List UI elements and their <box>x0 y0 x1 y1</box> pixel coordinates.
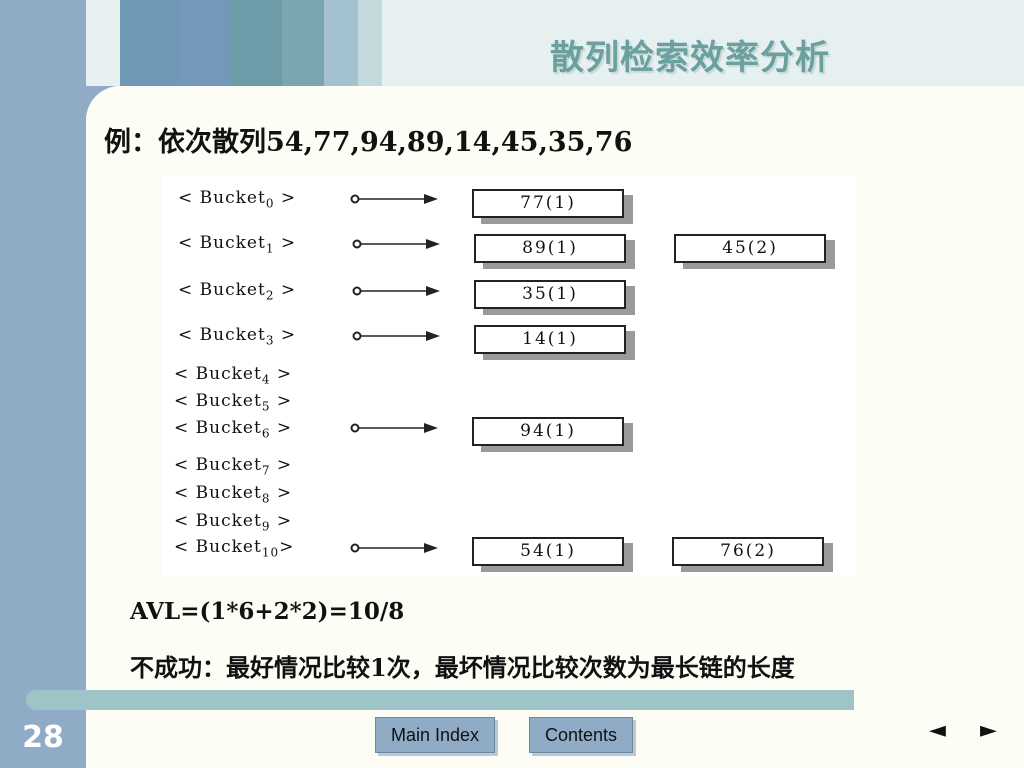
pointer-arrow <box>352 331 440 341</box>
chain-node: 77(1) <box>472 189 624 218</box>
chain-node: 94(1) <box>472 417 624 446</box>
chain-node: 14(1) <box>474 325 626 354</box>
left-sidebar-bar <box>0 0 86 768</box>
contents-button[interactable]: Contents <box>529 717 633 753</box>
bucket-label-9: < Bucket9 > <box>174 511 293 534</box>
bucket-label-7: < Bucket7 > <box>174 455 293 478</box>
footer-divider-bar <box>26 690 854 710</box>
header-band <box>230 0 282 86</box>
bucket-label-0: < Bucket0 > <box>178 188 297 211</box>
chain-node: 89(1) <box>474 234 626 263</box>
page-number: 28 <box>22 720 64 755</box>
bucket-label-2: < Bucket2 > <box>178 280 297 303</box>
next-slide-arrow-icon[interactable]: ► <box>980 718 997 743</box>
header-band <box>120 0 180 86</box>
bucket-label-8: < Bucket8 > <box>174 483 293 506</box>
example-text: 例：依次散列54,77,94,89,14,45,35,76 <box>104 127 633 158</box>
hash-chain-figure: < Bucket0 > 77(1) < Bucket1 > 89(1) 45(2… <box>162 176 856 576</box>
pointer-arrow <box>350 543 438 553</box>
bucket-label-5: < Bucket5 > <box>174 391 293 414</box>
bucket-label-1: < Bucket1 > <box>178 233 297 256</box>
chain-node: 76(2) <box>672 537 824 566</box>
bucket-label-6: < Bucket6 > <box>174 418 293 441</box>
header-band <box>180 0 230 86</box>
pointer-arrow <box>352 286 440 296</box>
prev-slide-arrow-icon[interactable]: ◄ <box>929 718 946 743</box>
pointer-arrow <box>350 423 438 433</box>
avl-formula-text: AVL=(1*6+2*2)=10/8 <box>130 598 405 625</box>
chain-node: 54(1) <box>472 537 624 566</box>
chain-node: 35(1) <box>474 280 626 309</box>
bucket-label-4: < Bucket4 > <box>174 364 293 387</box>
bucket-label-10: < Bucket10> <box>174 537 295 560</box>
slide-title: 散列检索效率分析 <box>550 38 830 78</box>
pointer-arrow <box>350 194 438 204</box>
chain-node: 45(2) <box>674 234 826 263</box>
main-index-button[interactable]: Main Index <box>375 717 495 753</box>
bucket-label-3: < Bucket3 > <box>178 325 297 348</box>
header-band <box>358 0 382 86</box>
unsuccessful-search-text: 不成功：最好情况比较1次，最坏情况比较次数为最长链的长度 <box>130 653 795 682</box>
header-band <box>324 0 358 86</box>
header-band <box>282 0 324 86</box>
pointer-arrow <box>352 239 440 249</box>
